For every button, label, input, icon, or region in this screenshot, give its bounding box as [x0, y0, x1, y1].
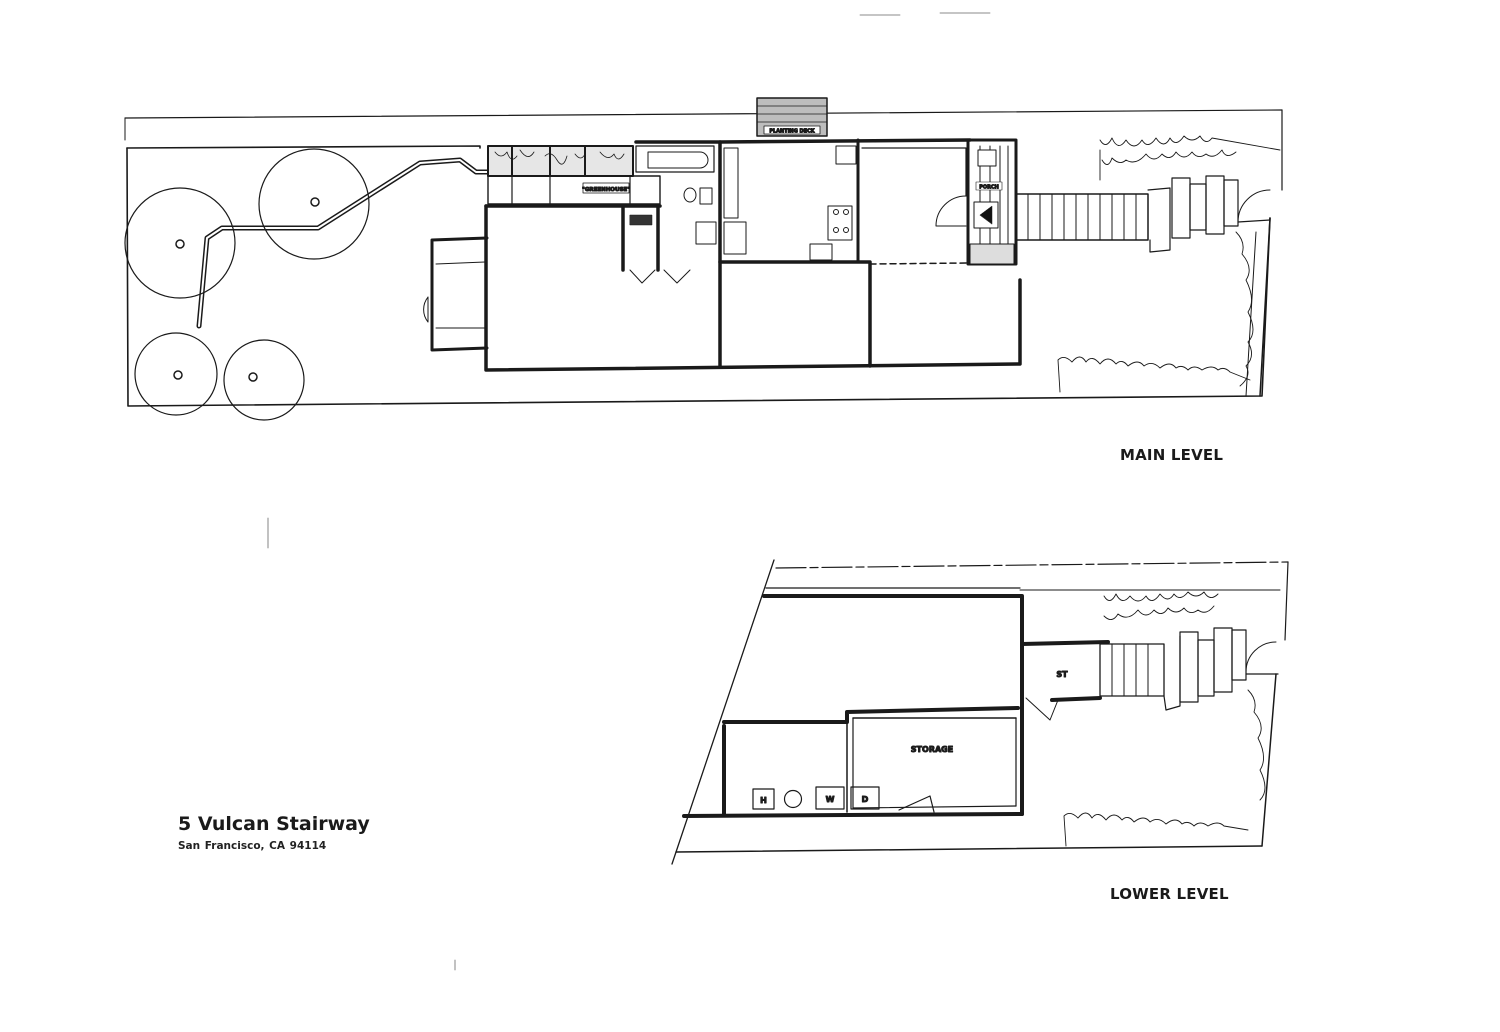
- porch-label: PORCH: [979, 185, 999, 191]
- main-level-plan: "GREENHOUSE": [124, 97, 1283, 421]
- shrub-icon: [1057, 135, 1281, 393]
- lower-level-label: LOWER LEVEL: [1110, 885, 1229, 903]
- greenhouse-label: "GREENHOUSE": [582, 187, 630, 193]
- address-city: San Francisco, CA 94114: [178, 840, 327, 852]
- main-level-label: MAIN LEVEL: [1120, 446, 1224, 464]
- lower-level-plan: H W D STORAGE ST: [671, 559, 1289, 865]
- dryer-label: D: [862, 795, 869, 804]
- tree-icon: [124, 187, 236, 299]
- washer-label: W: [826, 795, 835, 804]
- water-heater-icon: [783, 789, 803, 809]
- tree-icon: [134, 332, 218, 416]
- tree-icon: [258, 148, 370, 260]
- tree-icon: [223, 339, 305, 421]
- heater-label: H: [760, 796, 767, 805]
- storage-label: STORAGE: [911, 745, 953, 754]
- planting-deck-label: PLANTING DECK: [769, 129, 815, 135]
- shrub-icon: [1063, 591, 1266, 847]
- st-label: ST: [1056, 670, 1068, 679]
- entry-arrow-icon: [979, 205, 993, 225]
- address-title: 5 Vulcan Stairway: [178, 813, 370, 835]
